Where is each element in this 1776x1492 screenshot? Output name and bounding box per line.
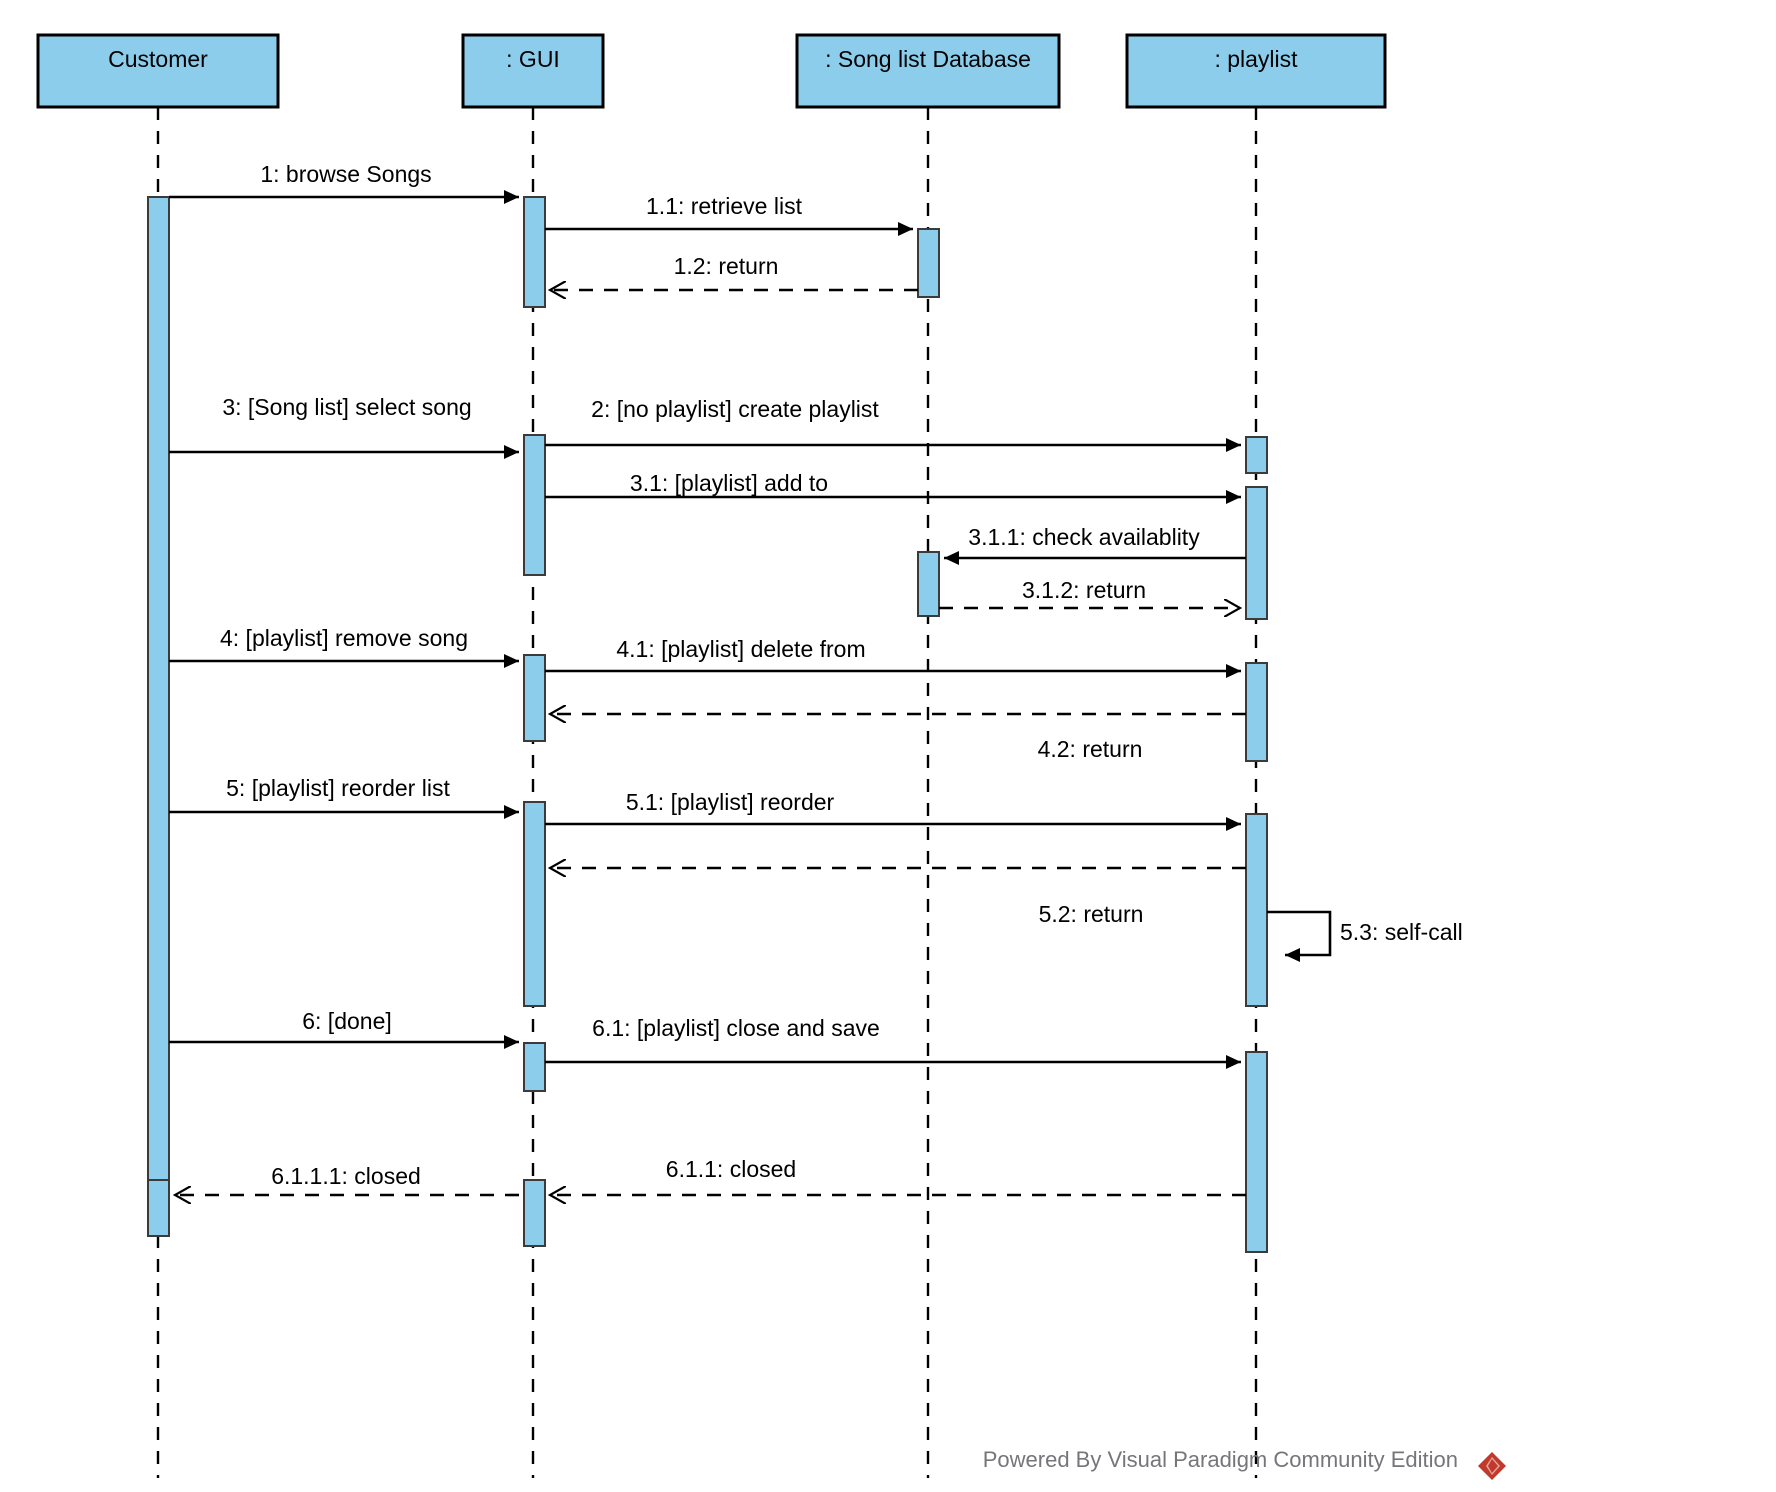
message-label-6-1-1: 6.1.1: closed — [666, 1156, 796, 1182]
lifeline-label-playlist: : playlist — [1214, 46, 1298, 72]
activation-bar-playlist-4 — [1245, 813, 1268, 1007]
lifeline-header-customer[interactable]: Customer — [36, 33, 280, 109]
message-label-6-1-1-1: 6.1.1.1: closed — [271, 1163, 421, 1189]
lifeline-header-songdb[interactable]: : Song list Database — [795, 33, 1061, 109]
lifeline-box-songdb[interactable] — [795, 33, 1061, 109]
activation-bar-playlist-2 — [1245, 486, 1268, 620]
activation-bar-gui-3 — [523, 654, 546, 742]
activation-bar-customer — [147, 196, 170, 1236]
watermark-label: Powered By Visual Paradigm Community Edi… — [983, 1447, 1458, 1472]
message-label-5-1: 5.1: [playlist] reorder — [626, 789, 835, 815]
lifeline-header-gui[interactable]: : GUI — [461, 33, 605, 109]
watermark: Powered By Visual Paradigm Community Edi… — [983, 1447, 1506, 1480]
message-label-2: 2: [no playlist] create playlist — [591, 396, 879, 422]
message-arrows — [169, 190, 1332, 1195]
message-label-1: 1: browse Songs — [260, 161, 431, 187]
lifeline-box-playlist[interactable] — [1125, 33, 1387, 109]
activation-bar-gui-5 — [523, 1042, 546, 1092]
activation-bar-gui-1 — [523, 196, 546, 308]
message-label-4-1: 4.1: [playlist] delete from — [616, 636, 865, 662]
message-label-1-2: 1.2: return — [674, 253, 779, 279]
activation-bar-gui-2 — [523, 434, 546, 576]
message-label-3-1-2: 3.1.2: return — [1022, 577, 1146, 603]
message-label-4-2: 4.2: return — [1038, 736, 1143, 762]
message-label-4: 4: [playlist] remove song — [220, 625, 468, 651]
lifeline-label-gui: : GUI — [506, 46, 560, 72]
activation-bar-songdb-1 — [917, 228, 940, 298]
activation-bar-playlist-1 — [1245, 436, 1268, 474]
activation-bar-gui-6 — [523, 1179, 546, 1247]
activation-bar-customer-close — [147, 1179, 170, 1237]
message-label-3: 3: [Song list] select song — [222, 394, 471, 420]
message-label-5-2: 5.2: return — [1039, 901, 1144, 927]
message-label-6: 6: [done] — [302, 1008, 392, 1034]
activation-bar-songdb-2 — [917, 551, 940, 617]
message-arrow-5-3-self-call — [1267, 910, 1332, 962]
lifeline-header-playlist[interactable]: : playlist — [1125, 33, 1387, 109]
activation-bar-playlist-5 — [1245, 1051, 1268, 1253]
message-label-3-1: 3.1: [playlist] add to — [630, 470, 828, 496]
message-label-5: 5: [playlist] reorder list — [226, 775, 450, 801]
activation-bars — [147, 196, 1268, 1253]
message-label-6-1: 6.1: [playlist] close and save — [592, 1015, 880, 1041]
activation-bar-playlist-3 — [1245, 662, 1268, 762]
message-label-5-3: 5.3: self-call — [1340, 919, 1463, 945]
lifeline-label-customer: Customer — [108, 46, 208, 72]
lifeline-label-songdb: : Song list Database — [825, 46, 1031, 72]
lifeline-headers: Customer : GUI : Song list Database : pl… — [36, 33, 1387, 109]
message-label-3-1-1: 3.1.1: check availablity — [968, 524, 1200, 550]
lifeline-box-customer[interactable] — [36, 33, 280, 109]
message-label-1-1: 1.1: retrieve list — [646, 193, 803, 219]
visual-paradigm-diamond-logo — [1478, 1452, 1506, 1480]
activation-bar-gui-4 — [523, 801, 546, 1007]
lifeline-box-gui[interactable] — [461, 33, 605, 109]
message-labels: 1: browse Songs 1.1: retrieve list 1.2: … — [220, 161, 1463, 1189]
